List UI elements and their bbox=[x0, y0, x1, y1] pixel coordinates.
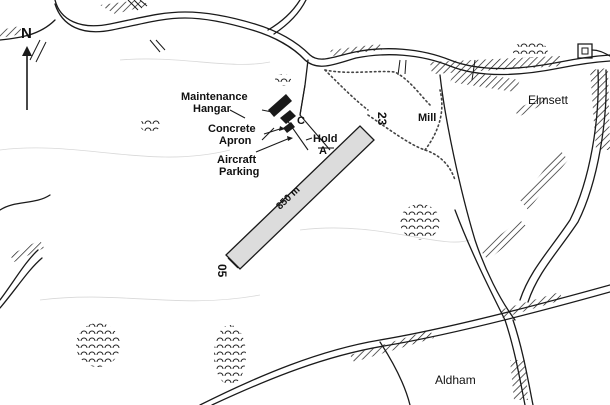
label-hold-a-2: A bbox=[319, 145, 327, 157]
label-concrete-apron-1: Concrete bbox=[208, 123, 256, 135]
map-labels: Maintenance Hangar Concrete Apron Aircra… bbox=[181, 91, 569, 387]
building-icon bbox=[283, 122, 295, 133]
terrain-texture bbox=[0, 58, 471, 302]
label-hold-a-1: Hold bbox=[313, 133, 337, 145]
woodland-icon bbox=[512, 42, 548, 58]
label-aircraft-parking-2: Parking bbox=[219, 166, 259, 178]
woodland-areas bbox=[76, 42, 548, 385]
building-icon bbox=[280, 110, 296, 124]
building-icon bbox=[268, 94, 292, 117]
label-runway-05: 05 bbox=[215, 264, 229, 278]
label-mill: Mill bbox=[418, 112, 436, 124]
label-aircraft-parking-1: Aircraft bbox=[217, 154, 256, 166]
woodland-icon bbox=[76, 323, 120, 367]
settlement-icon bbox=[577, 43, 610, 59]
hangar-buildings bbox=[268, 94, 296, 133]
label-elmsett: Elmsett bbox=[528, 93, 569, 107]
label-aldham: Aldham bbox=[435, 373, 476, 387]
runway-05-23 bbox=[225, 125, 375, 270]
woodland-icon bbox=[400, 204, 440, 240]
label-concrete-apron-2: Apron bbox=[219, 135, 252, 147]
north-label: N bbox=[21, 25, 32, 42]
label-runway-23: 23 bbox=[375, 112, 389, 126]
dotted-tracks bbox=[324, 69, 456, 181]
field-boundaries bbox=[29, 0, 476, 119]
woodland-icon bbox=[214, 325, 246, 385]
label-taxiway-c: C bbox=[297, 115, 305, 127]
label-leaders bbox=[255, 109, 313, 153]
woodland-icon bbox=[140, 118, 160, 132]
label-maintenance-hangar-1: Maintenance bbox=[181, 91, 248, 103]
label-maintenance-hangar-2: Hangar bbox=[193, 103, 232, 115]
north-arrow-icon: N bbox=[21, 25, 32, 110]
woodland-icon bbox=[275, 74, 291, 86]
